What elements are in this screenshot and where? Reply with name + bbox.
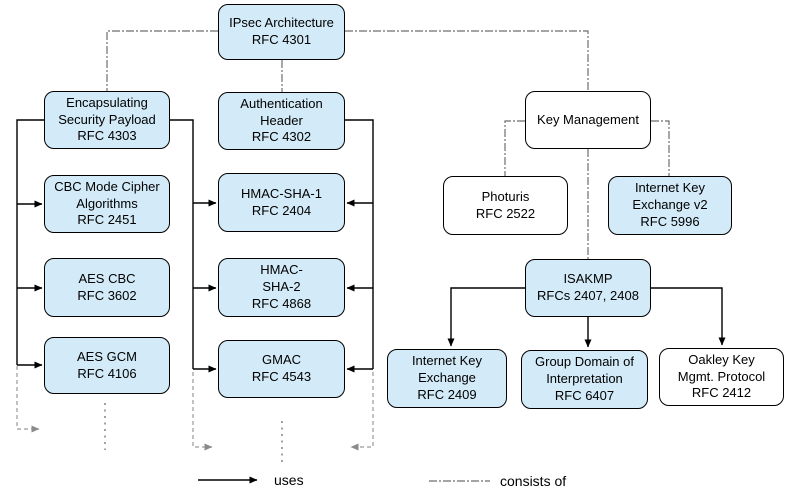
node-photuris: Photuris RFC 2522	[443, 176, 568, 235]
node-oakley-key-mgmt-protocol: Oakley Key Mgmt. Protocol RFC 2412	[659, 348, 784, 406]
consists-of-connectors	[106, 30, 670, 259]
node-hmac-sha-2: HMAC- SHA-2 RFC 4868	[218, 258, 345, 317]
node-encapsulating-security-payload: Encapsulating Security Payload RFC 4303	[44, 91, 170, 149]
uses-connectors	[16, 119, 726, 373]
node-ipsec-architecture: IPsec Architecture RFC 4301	[218, 4, 345, 60]
node-authentication-header: Authentication Header RFC 4302	[218, 92, 345, 150]
node-key-management: Key Management	[525, 91, 651, 149]
node-hmac-sha-1: HMAC-SHA-1 RFC 2404	[218, 173, 345, 232]
node-isakmp: ISAKMP RFCs 2407, 2408	[525, 259, 651, 317]
node-group-domain-of-interpretation: Group Domain of Interpretation RFC 6407	[521, 350, 648, 409]
legend-consists-of-label: consists of	[500, 473, 567, 489]
legend-uses-label: uses	[274, 472, 304, 488]
node-internet-key-exchange-v2: Internet Key Exchange v2 RFC 5996	[608, 176, 732, 235]
continuation-connectors	[16, 366, 374, 465]
node-internet-key-exchange: Internet Key Exchange RFC 2409	[387, 349, 507, 408]
node-aes-cbc: AES CBC RFC 3602	[44, 258, 170, 317]
node-aes-gcm: AES GCM RFC 4106	[44, 337, 170, 394]
legend-samples	[198, 476, 490, 484]
node-gmac: GMAC RFC 4543	[218, 340, 345, 398]
node-cbc-mode-cipher-algorithms: CBC Mode Cipher Algorithms RFC 2451	[44, 175, 170, 233]
